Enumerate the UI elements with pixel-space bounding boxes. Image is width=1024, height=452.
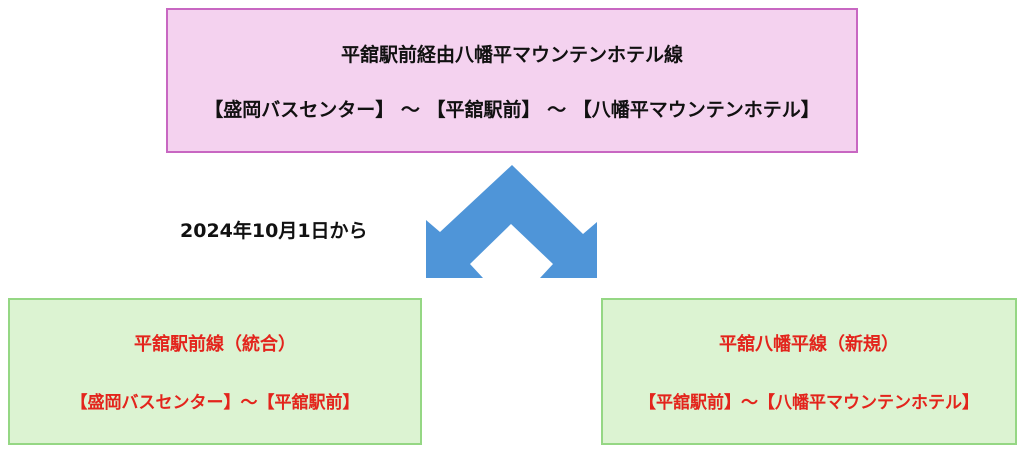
effective-date-label: 2024年10月1日から	[180, 220, 368, 242]
original-route-title: 平舘駅前経由八幡平マウンテンホテル線	[340, 43, 683, 66]
original-route-box: 平舘駅前経由八幡平マウンテンホテル線 【盛岡バスセンター】 ～ 【平舘駅前】 ～…	[166, 8, 858, 153]
new-route-box-hirodate-hachimantai: 平舘八幡平線（新規） 【平舘駅前】～【八幡平マウンテンホテル】	[601, 298, 1017, 445]
new-route-title: 平舘八幡平線（新規）	[719, 334, 899, 355]
new-route-title: 平舘駅前線（統合）	[134, 334, 296, 355]
original-route-stops: 【盛岡バスセンター】 ～ 【平舘駅前】 ～ 【八幡平マウンテンホテル】	[204, 98, 820, 121]
new-route-stops: 【盛岡バスセンター】～【平舘駅前】	[70, 393, 360, 413]
new-route-box-hirodate-ekimae: 平舘駅前線（統合） 【盛岡バスセンター】～【平舘駅前】	[8, 298, 422, 445]
new-route-stops: 【平舘駅前】～【八幡平マウンテンホテル】	[639, 393, 979, 413]
